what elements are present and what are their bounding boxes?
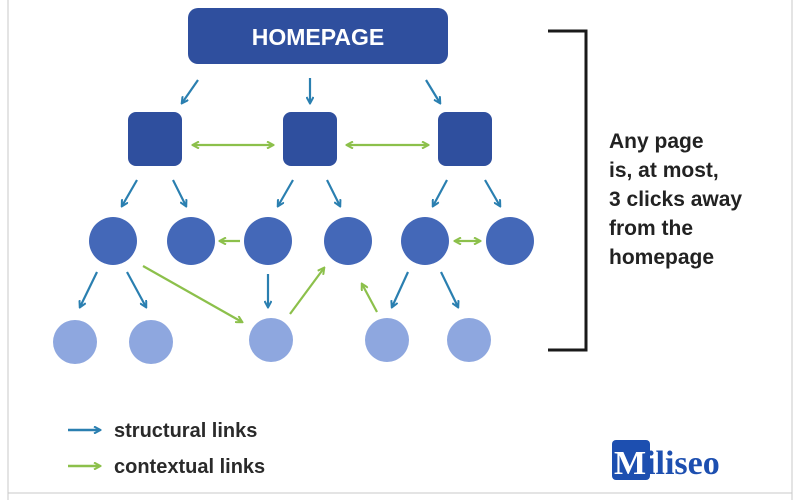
miliseo-logo: Miliseo <box>612 440 720 482</box>
level3-node-3 <box>249 318 293 362</box>
level3-node-2 <box>129 320 173 364</box>
annotation-line-4: from the <box>609 217 693 240</box>
level1-node-right <box>438 112 492 166</box>
depth-bracket <box>548 29 588 352</box>
structural-arrow <box>182 79 199 103</box>
annotation-line-1: Any page <box>609 130 704 153</box>
level3-node-1 <box>53 320 97 364</box>
annotation-line-2: is, at most, <box>609 159 719 182</box>
legend-contextual-label: contextual links <box>114 456 265 478</box>
level1-node-left <box>128 112 182 166</box>
level2-node-3 <box>244 217 292 265</box>
level2-node-4 <box>324 217 372 265</box>
homepage-label: HOMEPAGE <box>252 24 384 50</box>
legend: structural links contextual links <box>68 420 265 478</box>
logo-m-mark <box>612 440 650 480</box>
contextual-arrow <box>362 284 378 313</box>
structural-arrow <box>278 179 294 206</box>
structural-arrow <box>484 179 500 206</box>
contextual-arrow <box>142 265 242 322</box>
level1-node-center <box>283 112 337 166</box>
structural-arrow <box>425 79 440 103</box>
level3-node-4 <box>365 318 409 362</box>
level2-node-6 <box>486 217 534 265</box>
structural-arrow <box>122 179 138 206</box>
legend-structural-label: structural links <box>114 420 257 442</box>
depth-annotation: Any page is, at most, 3 clicks away from… <box>609 130 742 269</box>
level2-node-1 <box>89 217 137 265</box>
annotation-line-5: homepage <box>609 246 714 269</box>
structural-arrow <box>433 179 448 206</box>
homepage-node <box>188 8 448 64</box>
structural-arrow <box>392 271 410 307</box>
logo-text-rest: iliseo <box>646 445 720 482</box>
logo-text: Miliseo <box>614 445 720 482</box>
level2-node-2 <box>167 217 215 265</box>
annotation-line-3: 3 clicks away <box>609 188 742 211</box>
structural-arrow <box>172 179 186 206</box>
level3-node-5 <box>447 318 491 362</box>
contextual-arrow <box>289 268 324 315</box>
level2-node-5 <box>401 217 449 265</box>
structural-arrow <box>440 271 458 307</box>
structural-arrow <box>126 271 146 307</box>
structural-arrow <box>326 179 340 206</box>
logo-text-initial: M <box>614 445 646 482</box>
structural-arrow <box>80 271 98 307</box>
